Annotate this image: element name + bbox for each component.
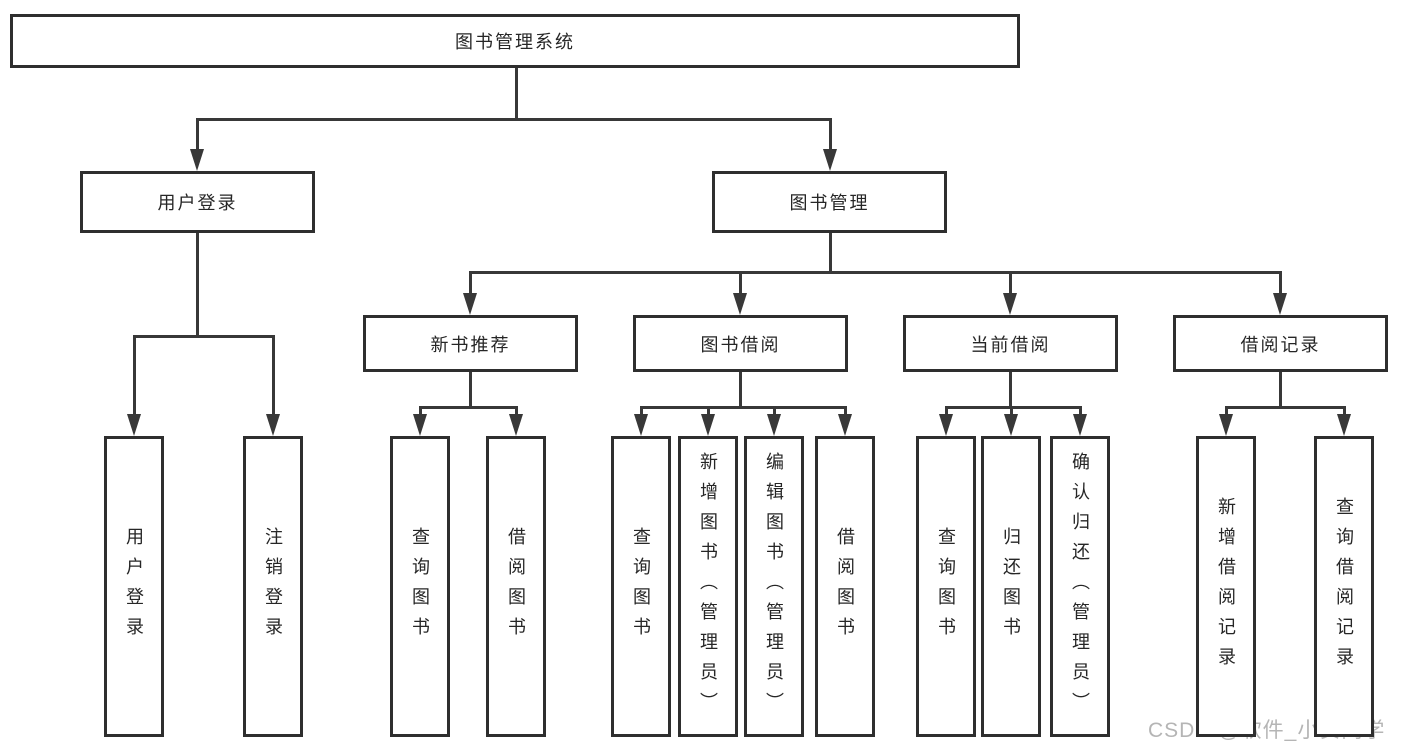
node-current-borrow: 当前借阅 [903, 315, 1118, 372]
connector-line [1008, 272, 1012, 297]
node-label: 用户登录 [157, 193, 238, 213]
arrowhead-down [1219, 414, 1233, 436]
connector-line [1009, 407, 1013, 418]
connector-line [706, 407, 710, 418]
node-label: 注销登录 [263, 526, 283, 647]
node-label: 借阅图书 [835, 526, 855, 647]
connector-line [468, 272, 472, 297]
node-user-login: 用户登录 [80, 171, 315, 233]
node-leaf-query-book-3: 查询图书 [916, 436, 976, 737]
connector-line [514, 68, 518, 120]
node-label: 查询图书 [410, 526, 430, 647]
connector-line [944, 405, 1082, 409]
connector-line [418, 405, 518, 409]
node-label: 新书推荐 [430, 334, 511, 355]
node-label: 查询图书 [631, 526, 651, 647]
connector-line [1278, 372, 1282, 409]
node-label: 借阅图书 [506, 526, 526, 647]
node-leaf-query-book-2: 查询图书 [611, 436, 671, 737]
arrowhead-down [701, 414, 715, 436]
node-book-management: 图书管理 [712, 171, 947, 233]
connector-line [1224, 405, 1346, 409]
connector-line [271, 336, 275, 418]
node-label: 确认归还（管理员） [1070, 451, 1090, 722]
connector-line [738, 372, 742, 409]
arrowhead-down [838, 414, 852, 436]
connector-line [132, 334, 275, 338]
node-book-borrow: 图书借阅 [633, 315, 848, 372]
arrowhead-down [1337, 414, 1351, 436]
node-label: 图书管理系统 [455, 32, 575, 52]
connector-line [639, 405, 847, 409]
arrowhead-down [767, 414, 781, 436]
connector-line [195, 233, 199, 338]
connector-line [639, 407, 643, 418]
node-leaf-add-book-admin: 新增图书（管理员） [678, 436, 738, 737]
connector-line [195, 119, 199, 153]
node-label: 借阅记录 [1240, 334, 1321, 355]
arrowhead-down [634, 414, 648, 436]
connector-line [1224, 407, 1228, 418]
node-root: 图书管理系统 [10, 14, 1020, 68]
connector-line [1342, 407, 1346, 418]
node-new-book-recommend: 新书推荐 [363, 315, 578, 372]
connector-line [468, 270, 1282, 274]
node-leaf-add-borrow-record: 新增借阅记录 [1196, 436, 1256, 737]
connector-line [132, 336, 136, 418]
node-label: 编辑图书（管理员） [764, 451, 784, 722]
arrowhead-down [1003, 293, 1017, 315]
node-leaf-logout: 注销登录 [243, 436, 303, 737]
arrowhead-down [823, 149, 837, 171]
arrowhead-down [127, 414, 141, 436]
arrowhead-down [463, 293, 477, 315]
node-label: 新增借阅记录 [1216, 496, 1236, 677]
arrowhead-down [266, 414, 280, 436]
arrowhead-down [1073, 414, 1087, 436]
node-label: 图书管理 [789, 193, 870, 213]
connector-line [195, 117, 832, 121]
arrowhead-down [733, 293, 747, 315]
connector-line [772, 407, 776, 418]
node-borrow-records: 借阅记录 [1173, 315, 1388, 372]
node-label: 当前借阅 [970, 334, 1051, 355]
node-leaf-query-book-1: 查询图书 [390, 436, 450, 737]
connector-line [738, 272, 742, 297]
arrowhead-down [509, 414, 523, 436]
connector-line [828, 233, 832, 274]
connector-line [1078, 407, 1082, 418]
arrowhead-down [939, 414, 953, 436]
connector-line [1008, 372, 1012, 409]
node-leaf-user-login: 用户登录 [104, 436, 164, 737]
node-label: 用户登录 [124, 526, 144, 647]
node-label: 图书借阅 [700, 334, 781, 355]
connector-line [1278, 272, 1282, 297]
arrowhead-down [413, 414, 427, 436]
connector-line [843, 407, 847, 418]
connector-line [944, 407, 948, 418]
node-leaf-edit-book-admin: 编辑图书（管理员） [744, 436, 804, 737]
arrowhead-down [190, 149, 204, 171]
node-label: 归还图书 [1001, 526, 1021, 647]
node-label: 查询图书 [936, 526, 956, 647]
node-leaf-query-borrow-record: 查询借阅记录 [1314, 436, 1374, 737]
connector-line [828, 119, 832, 153]
connector-line [468, 372, 472, 409]
node-label: 查询借阅记录 [1334, 496, 1354, 677]
node-leaf-return-book: 归还图书 [981, 436, 1041, 737]
connector-line [514, 407, 518, 418]
node-leaf-confirm-return-admin: 确认归还（管理员） [1050, 436, 1110, 737]
arrowhead-down [1004, 414, 1018, 436]
node-leaf-borrow-book-2: 借阅图书 [815, 436, 875, 737]
arrowhead-down [1273, 293, 1287, 315]
node-label: 新增图书（管理员） [698, 451, 718, 722]
node-leaf-borrow-book-1: 借阅图书 [486, 436, 546, 737]
connector-line [418, 407, 422, 418]
